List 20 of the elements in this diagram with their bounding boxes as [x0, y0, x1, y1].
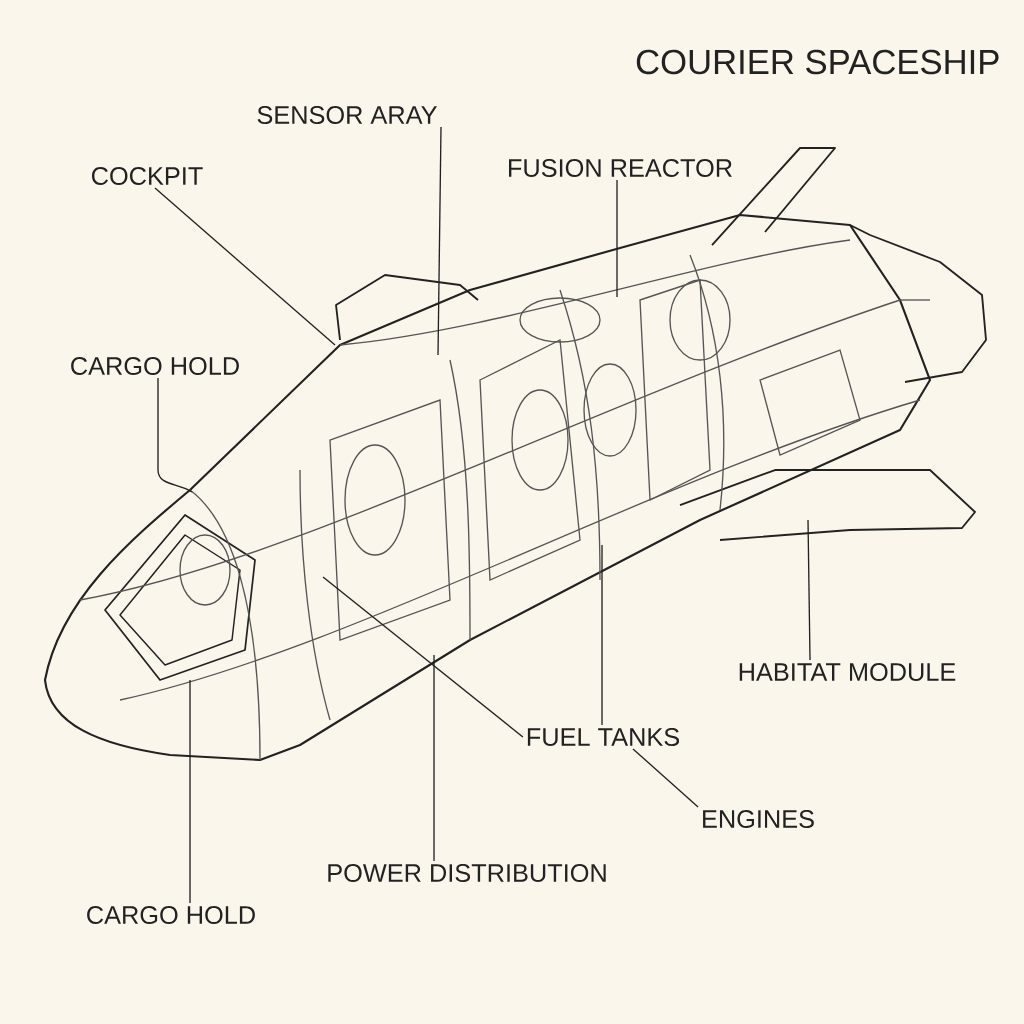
leader-line: [807, 519, 811, 661]
part-label: SENSOR ARAY: [257, 106, 437, 124]
part-label: FUEL TANKS: [527, 728, 680, 746]
leader-line: [154, 187, 336, 346]
leader-line: [632, 748, 699, 808]
leader-line: [437, 126, 442, 356]
part-label: FUSION REACTOR: [509, 159, 732, 177]
leader-line: [189, 679, 191, 904]
part-label: COCKPIT: [92, 167, 203, 185]
leader-line: [322, 576, 524, 738]
leader-line: [616, 179, 618, 298]
part-label: POWER DISTRIBUTION: [328, 864, 606, 882]
leader-line: [157, 377, 193, 493]
part-label: ENGINES: [703, 810, 814, 828]
leader-line: [601, 544, 603, 726]
leader-line: [433, 654, 435, 862]
part-label: HABITAT MODULE: [739, 663, 956, 681]
title: COURIER SPACESHIP: [636, 49, 999, 75]
part-label: CARGO HOLD: [71, 357, 239, 375]
part-label: CARGO HOLD: [87, 906, 255, 924]
